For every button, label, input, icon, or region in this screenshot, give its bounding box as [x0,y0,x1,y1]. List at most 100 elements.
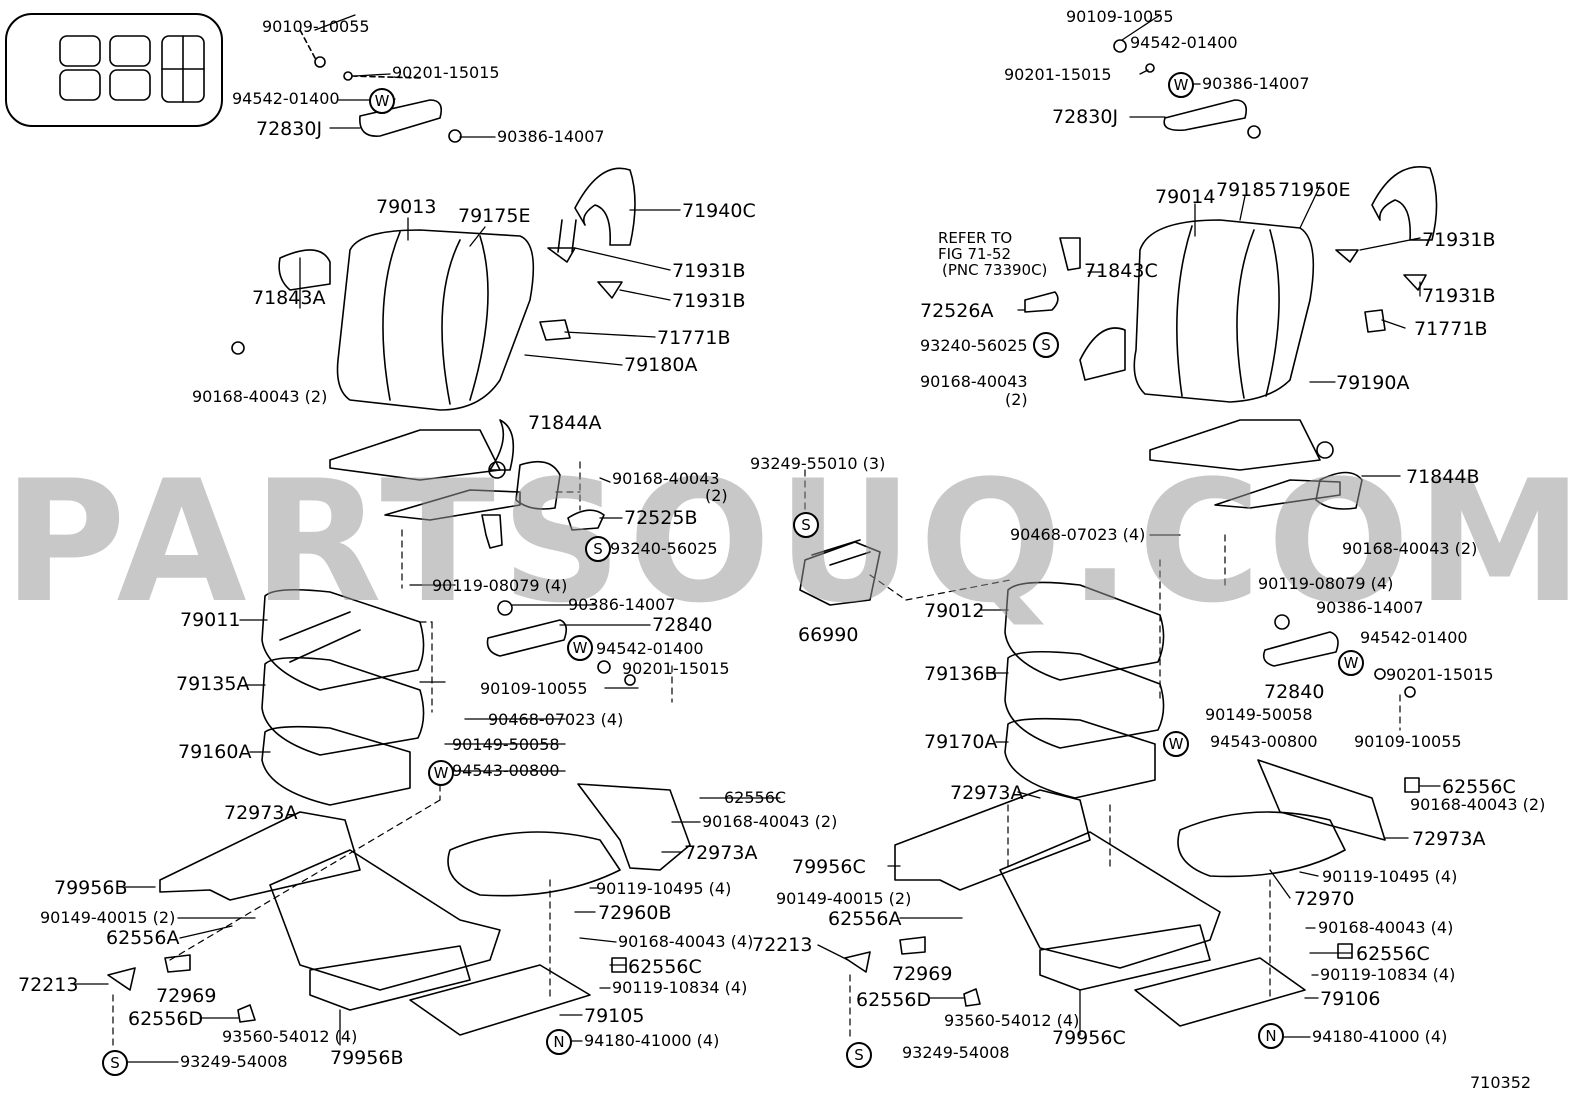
sealant-symbol: S [846,1042,872,1068]
part-label: 71931B [1422,285,1496,307]
part-label: 94542-01400 [596,639,704,658]
part-label: 90149-50058 [1205,705,1313,724]
center-bracket [799,539,881,606]
nut-symbol: N [1258,1023,1284,1049]
part-label: 72973A [950,782,1024,804]
part-label: 90119-10834 (4) [1320,965,1456,984]
part-label: 90168-40043 (2) [702,812,838,831]
part-label: 94543-00800 [1210,732,1318,751]
part-label: 79956C [1052,1027,1126,1049]
part-label: 79160A [178,741,252,763]
part-label: 62556D [856,989,932,1011]
washer-symbol: W [428,760,454,786]
part-label: 90149-40015 (2) [776,889,912,908]
dashed-lines [112,461,1401,1051]
washer-symbol: W [567,635,593,661]
part-label: 62556C [1356,943,1430,965]
part-label: 94180-41000 (4) [584,1031,720,1050]
washer-symbol: W [369,88,395,114]
part-label: 72213 [752,934,813,956]
sealant-symbol: S [102,1050,128,1076]
part-label: (2) [705,486,728,505]
part-label: 93249-55010 (3) [750,454,886,473]
part-label: 94543-00800 [452,761,560,780]
figure-number: 710352 [1470,1073,1532,1092]
part-label: 90109-10055 [1066,7,1174,26]
part-label: (PNC 73390C) [942,261,1048,279]
part-label: 90119-08079 (4) [432,576,568,595]
part-label: 62556A [828,908,902,930]
part-label: 71844B [1406,466,1480,488]
part-label: 72840 [652,614,713,636]
part-label: 79012 [924,600,985,622]
washer-symbol: W [1163,731,1189,757]
part-label: 62556C [724,788,787,807]
part-label: 79014 [1155,186,1216,208]
sealant-symbol: S [793,512,819,538]
part-label: 79956B [54,877,128,899]
part-label: 93240-56025 [610,539,718,558]
part-label: 79175E [458,205,531,227]
washer-symbol: W [1168,72,1194,98]
right-headrest [1024,166,1438,381]
part-label: 90119-10495 (4) [1322,867,1458,886]
part-label: 79170A [924,731,998,753]
part-label: 90386-14007 [1316,598,1424,617]
part-label: 79011 [180,609,241,631]
part-label: 72970 [1294,888,1355,910]
sealant-symbol: S [1033,332,1059,358]
part-label: REFER TO [938,229,1013,247]
part-label: 90201-15015 [1004,65,1112,84]
sealant-symbol: S [585,536,611,562]
part-label: (2) [1005,390,1028,409]
part-label: 72830J [1052,106,1119,128]
left-lower-frame [107,783,691,1036]
part-label: 62556A [106,927,180,949]
part-label: 90168-40043 (2) [1342,539,1478,558]
part-label: 90386-14007 [1202,74,1310,93]
part-label: 72526A [920,300,994,322]
nut-symbol: N [546,1029,572,1055]
part-label: 94542-01400 [1360,628,1468,647]
part-label: 90109-10055 [262,17,370,36]
left-armrest-top [299,29,462,143]
part-label: 62556C [628,956,702,978]
part-label: 90201-15015 [1386,665,1494,684]
part-label: 79136B [924,663,998,685]
part-label: 94542-01400 [232,89,340,108]
part-label: 90168-40043 (4) [1318,918,1454,937]
part-label: 90201-15015 [392,63,500,82]
part-label: 72525B [624,507,698,529]
part-label: 79180A [624,354,698,376]
part-label: 72969 [892,963,953,985]
part-label: 71771B [1414,318,1488,340]
part-label: 93249-54008 [180,1052,288,1071]
part-label: 90168-40043 [612,469,720,488]
part-label: 93249-54008 [902,1043,1010,1062]
part-label: 72973A [224,802,298,824]
part-label: 79190A [1336,372,1410,394]
right-seat-cushion [1004,581,1165,799]
part-label: 72840 [1264,681,1325,703]
part-label: 71931B [1422,229,1496,251]
part-label: FIG 71-52 [938,245,1012,263]
part-label: 90168-40043 [920,372,1028,391]
part-label: 62556C [1442,776,1516,798]
part-label: 93240-56025 [920,336,1028,355]
part-label: 71931B [672,260,746,282]
part-label: 79185 [1216,179,1277,201]
part-label: 94180-41000 (4) [1312,1027,1448,1046]
right-seat-back [1133,219,1363,510]
right-armrest-mid [1262,614,1416,698]
part-label: 90109-10055 [1354,732,1462,751]
part-label: 90386-14007 [497,127,605,146]
part-label: 71771B [657,327,731,349]
part-label: 72969 [156,985,217,1007]
part-label: 94542-01400 [1130,33,1238,52]
part-label: 71950E [1278,179,1351,201]
part-label: 93560-54012 (4) [944,1011,1080,1030]
part-label: 90119-08079 (4) [1258,574,1394,593]
part-label: 72830J [256,118,323,140]
part-label: 79106 [1320,988,1381,1010]
